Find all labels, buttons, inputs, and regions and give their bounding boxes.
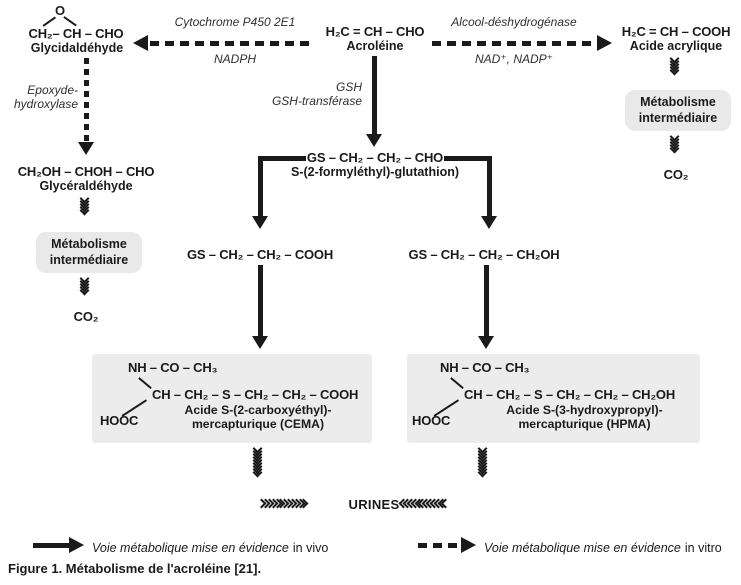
gs-cooh-formula: GS – CH₂ – CH₂ – COOH	[186, 247, 334, 262]
glyceraldehyde-formula: CH₂OH – CHOH – CHO	[17, 164, 155, 179]
metabolism-box-left: Métabolisme intermédiaire	[36, 232, 142, 274]
epoxide-bond-right	[63, 16, 77, 27]
co2-right: CO₂	[663, 167, 689, 182]
gsh-conjugate-formula: GS – CH₂ – CH₂ – CHO	[306, 150, 444, 165]
legend-solid-arrow-shaft	[33, 543, 69, 548]
cema-bond-amide	[138, 377, 152, 389]
cema-box: NH – CO – CH₃ CH – CH₂ – S – CH₂ – CH₂ –…	[92, 354, 372, 443]
adh-enzyme-label: Alcool-déshydrogénase	[451, 15, 577, 29]
gsh-transferase-label: GSH GSH-transférase	[271, 80, 362, 109]
cyp-enzyme-label: Cytochrome P450 2E1	[174, 15, 296, 29]
arrow-to-hpma-head	[478, 336, 494, 349]
chevron-arrow-metabolism-to-co2-left	[79, 273, 90, 296]
epoxide-bond-left	[42, 16, 56, 27]
hpma-bond-amide	[450, 377, 464, 389]
branch-arrow-right-vertical	[487, 156, 492, 216]
gs-ch2oh-formula: GS – CH₂ – CH₂ – CH₂OH	[408, 247, 560, 262]
chevron-arrow-to-urines-right	[256, 498, 309, 509]
hpma-chain-formula: CH – CH₂ – S – CH₂ – CH₂ – CH₂OH	[464, 387, 676, 402]
arrow-to-hpma-shaft	[484, 265, 489, 336]
hpma-amide-group: NH – CO – CH₃	[440, 360, 530, 375]
chevron-arrow-cema-down	[252, 443, 263, 478]
acrolein-formula: H₂C = CH – CHO	[325, 24, 425, 39]
legend-in-vivo-suffix: in vivo	[292, 541, 329, 555]
glyceraldehyde-name: Glycéraldéhyde	[39, 179, 133, 193]
acrolein-name: Acroléine	[346, 39, 404, 53]
gsh-arrow-head	[366, 134, 382, 147]
branch-arrow-left-head	[252, 216, 268, 229]
adh-cofactor-label: NAD⁺, NADP⁺	[474, 52, 553, 66]
cema-chain-formula: CH – CH₂ – S – CH₂ – CH₂ – COOH	[152, 387, 359, 402]
co2-left: CO₂	[73, 309, 99, 324]
adh-arrow-shaft	[432, 41, 596, 46]
epoxide-hydroxylase-arrow-shaft	[84, 58, 89, 142]
arrow-to-cema-head	[252, 336, 268, 349]
branch-arrow-right-head	[481, 216, 497, 229]
gsh-conjugate-name: S-(2-formyléthyl)-glutathion)	[290, 165, 460, 179]
metabolism-box-right: Métabolisme intermédiaire	[625, 90, 731, 132]
legend-solid-arrow-head	[69, 537, 84, 553]
branch-arrow-left-horizontal	[258, 156, 306, 161]
legend-dashed-arrow-head	[461, 537, 476, 553]
glycidaldehyde-name: Glycidaldéhyde	[30, 41, 124, 55]
cyp-cofactor-label: NADPH	[213, 52, 256, 66]
epoxide-hydroxylase-label: Epoxyde- hydroxylase	[13, 83, 78, 112]
hpma-acid-group: HOOC	[412, 413, 451, 428]
urines-label: URINES	[348, 497, 400, 512]
cema-name: Acide S-(2-carboxyéthyl)- mercapturique …	[184, 403, 332, 432]
chevron-arrow-glyceraldehyde-to-metabolism	[79, 193, 90, 216]
gsh-arrow-shaft	[372, 56, 377, 134]
hpma-box: NH – CO – CH₃ CH – CH₂ – S – CH₂ – CH₂ –…	[407, 354, 700, 443]
arrow-to-cema-shaft	[258, 265, 263, 336]
chevron-arrow-acrylic-to-metabolism	[669, 53, 680, 76]
legend-in-vivo-text: Voie métabolique mise en évidence	[92, 541, 289, 555]
chevron-arrow-hpma-down	[477, 443, 488, 478]
branch-arrow-left-vertical	[258, 156, 263, 216]
chevron-arrow-to-urines-left	[398, 498, 451, 509]
cema-acid-group: HOOC	[100, 413, 139, 428]
glycidaldehyde-formula: CH₂– CH – CHO	[28, 26, 124, 41]
branch-arrow-right-horizontal	[444, 156, 492, 161]
adh-arrow-head	[597, 35, 612, 51]
hpma-name: Acide S-(3-hydroxypropyl)- mercapturique…	[506, 403, 663, 432]
chevron-arrow-metabolism-to-co2-right	[669, 131, 680, 154]
acrylic-acid-name: Acide acrylique	[629, 39, 723, 53]
cema-amide-group: NH – CO – CH₃	[128, 360, 218, 375]
figure-caption: Figure 1. Métabolisme de l'acroléine [21…	[8, 561, 262, 576]
legend-dashed-arrow-shaft	[418, 543, 461, 548]
epoxide-oxygen: O	[55, 3, 65, 18]
acrylic-acid-formula: H₂C = CH – COOH	[621, 24, 731, 39]
cyp-arrow-shaft	[150, 41, 312, 46]
legend-in-vitro-suffix: in vitro	[684, 541, 722, 555]
cyp-arrow-head	[133, 35, 148, 51]
legend-in-vitro-text: Voie métabolique mise en évidence	[484, 541, 681, 555]
epoxide-hydroxylase-arrow-head	[78, 142, 94, 155]
